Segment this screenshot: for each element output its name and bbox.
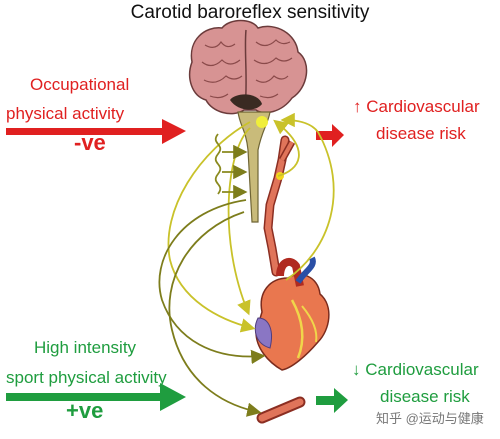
sport-label-line1: High intensity [34, 338, 137, 357]
cv-risk-up-line2: disease risk [376, 124, 466, 143]
red-arrow-right [316, 124, 344, 147]
green-arrow-left [6, 383, 186, 411]
carotid-artery-icon [263, 135, 296, 277]
occupational-label-line2: physical activity [6, 104, 125, 123]
blood-vessel-icon [256, 396, 306, 424]
green-arrow-right [316, 388, 348, 413]
watermark: 知乎 @运动与健康 [376, 411, 484, 426]
cv-risk-down-line2: disease risk [380, 387, 470, 406]
heart-icon [254, 256, 330, 371]
brain-icon [188, 19, 308, 115]
baroreflex-pathways [158, 112, 335, 417]
red-arrow-left [6, 119, 186, 144]
cv-risk-down-line1: ↓ Cardiovascular [352, 360, 479, 379]
cv-risk-up-line1: ↑ Cardiovascular [353, 97, 480, 116]
positive-effect-label: +ve [66, 398, 104, 423]
negative-effect-label: -ve [74, 130, 106, 155]
occupational-label-line1: Occupational [30, 75, 130, 94]
spinal-cord-icon [237, 111, 271, 223]
diagram-title: Carotid baroreflex sensitivity [130, 2, 370, 23]
sport-label-line2: sport physical activity [6, 368, 167, 387]
